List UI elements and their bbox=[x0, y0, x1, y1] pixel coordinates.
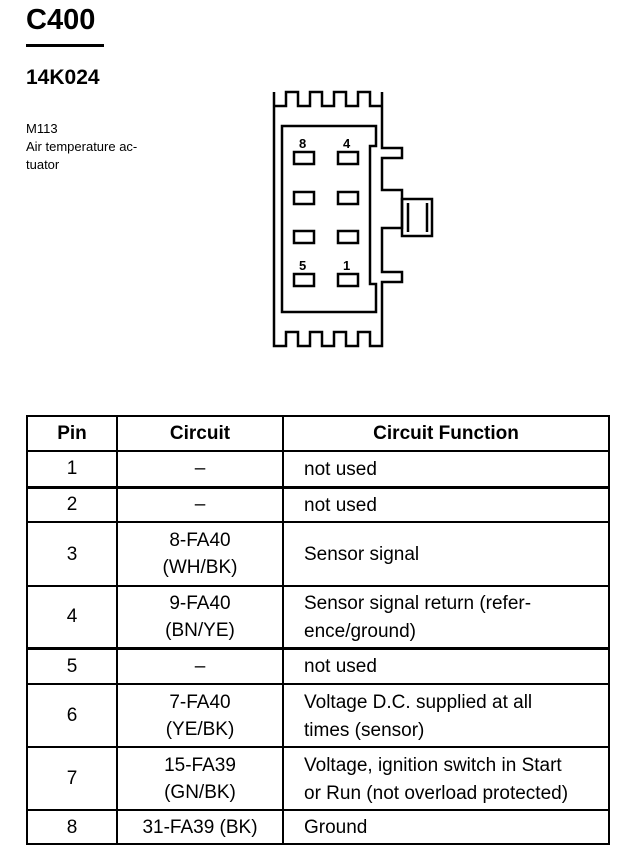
circuit-line: – bbox=[194, 494, 206, 516]
terminal-1 bbox=[336, 272, 360, 288]
part-number: 14K024 bbox=[26, 66, 100, 89]
function-line: Sensor signal bbox=[304, 544, 420, 565]
function-cell: not used bbox=[282, 646, 610, 685]
table-row: 6 7-FA40 (YE/BK) Voltage D.C. supplied a… bbox=[26, 683, 610, 748]
circuit-line: – bbox=[194, 458, 206, 480]
table-row: 4 9-FA40 (BN/YE) Sensor signal return (r… bbox=[26, 585, 610, 649]
circuit-cell: 9-FA40 (BN/YE) bbox=[116, 585, 284, 649]
function-cell: Voltage, ignition switch in Start or Run… bbox=[282, 746, 610, 811]
circuit-cell: – bbox=[116, 646, 284, 685]
pin-number: 3 bbox=[26, 521, 118, 587]
circuit-line: (YE/BK) bbox=[165, 718, 235, 740]
function-line: not used bbox=[304, 458, 377, 480]
function-line: times (sensor) bbox=[304, 719, 425, 741]
header-circuit: Circuit bbox=[116, 415, 284, 452]
circuit-line: (WH/BK) bbox=[162, 557, 238, 578]
function-line: Sensor signal return (refer- bbox=[304, 592, 532, 614]
pin-number: 1 bbox=[26, 450, 118, 488]
table-row: 8 31-FA39 (BK) Ground bbox=[26, 809, 610, 845]
circuit-line: 7-FA40 bbox=[169, 691, 231, 713]
pin-number: 5 bbox=[26, 646, 118, 685]
function-cell: Voltage D.C. supplied at all times (sens… bbox=[282, 683, 610, 748]
circuit-line: (BN/YE) bbox=[165, 619, 235, 641]
function-cell: not used bbox=[282, 485, 610, 523]
circuit-cell: – bbox=[116, 450, 284, 488]
pin-number: 7 bbox=[26, 746, 118, 811]
circuit-line: 15-FA39 bbox=[164, 754, 236, 776]
title-underline bbox=[26, 44, 104, 47]
pin-label-4: 4 bbox=[343, 136, 351, 151]
component-description: M113 Air temperature ac- tuator bbox=[26, 120, 137, 174]
terminal-4 bbox=[336, 150, 360, 166]
terminal-8 bbox=[292, 150, 316, 166]
description-line-1: Air temperature ac- bbox=[26, 139, 138, 154]
function-line: Voltage, ignition switch in Start bbox=[304, 754, 562, 776]
function-line: Ground bbox=[304, 817, 368, 838]
terminal-3 bbox=[336, 190, 360, 206]
circuit-cell: – bbox=[116, 485, 284, 523]
circuit-line: 9-FA40 bbox=[169, 592, 231, 614]
pin-label-8: 8 bbox=[299, 136, 306, 151]
terminal-7 bbox=[292, 190, 316, 206]
function-line: not used bbox=[304, 656, 377, 678]
table-row: 3 8-FA40 (WH/BK) Sensor signal bbox=[26, 521, 610, 587]
connector-diagram: 8 4 5 1 bbox=[272, 90, 434, 348]
function-line: not used bbox=[304, 494, 377, 516]
function-cell: Ground bbox=[282, 809, 610, 845]
terminal-6 bbox=[292, 229, 316, 245]
function-cell: not used bbox=[282, 450, 610, 488]
circuit-cell: 15-FA39 (GN/BK) bbox=[116, 746, 284, 811]
header-pin: Pin bbox=[26, 415, 118, 452]
terminal-5 bbox=[292, 272, 316, 288]
circuit-line: – bbox=[194, 655, 206, 677]
function-line: Voltage D.C. supplied at all bbox=[304, 691, 533, 713]
pin-number: 8 bbox=[26, 809, 118, 845]
header-circuit-function: Circuit Function bbox=[282, 415, 610, 452]
circuit-cell: 7-FA40 (YE/BK) bbox=[116, 683, 284, 748]
connector-id: C400 bbox=[26, 4, 96, 36]
pin-label-1: 1 bbox=[343, 258, 350, 273]
pin-number: 4 bbox=[26, 585, 118, 649]
description-line-2: tuator bbox=[26, 157, 60, 172]
circuit-cell: 31-FA39 (BK) bbox=[116, 809, 284, 845]
function-cell: Sensor signal return (refer- ence/ground… bbox=[282, 585, 610, 649]
circuit-cell: 8-FA40 (WH/BK) bbox=[116, 521, 284, 587]
function-cell: Sensor signal bbox=[282, 521, 610, 587]
table-row: 7 15-FA39 (GN/BK) Voltage, ignition swit… bbox=[26, 746, 610, 811]
pin-number: 6 bbox=[26, 683, 118, 748]
table-row: 5 – not used bbox=[26, 646, 610, 685]
pin-label-5: 5 bbox=[299, 258, 306, 273]
table-row: 1 – not used bbox=[26, 450, 610, 488]
circuit-line: 31-FA39 (BK) bbox=[142, 816, 258, 838]
function-line: or Run (not overload protected) bbox=[304, 782, 569, 804]
pin-table: Pin Circuit Circuit Function 1 – not use… bbox=[26, 415, 610, 845]
circuit-line: (GN/BK) bbox=[164, 781, 236, 803]
component-code: M113 bbox=[26, 121, 58, 136]
circuit-line: 8-FA40 bbox=[169, 530, 231, 551]
table-row: 2 – not used bbox=[26, 485, 610, 523]
table-header-row: Pin Circuit Circuit Function bbox=[26, 415, 610, 452]
function-line: ence/ground) bbox=[304, 620, 416, 642]
pin-number: 2 bbox=[26, 485, 118, 523]
terminal-2 bbox=[336, 229, 360, 245]
